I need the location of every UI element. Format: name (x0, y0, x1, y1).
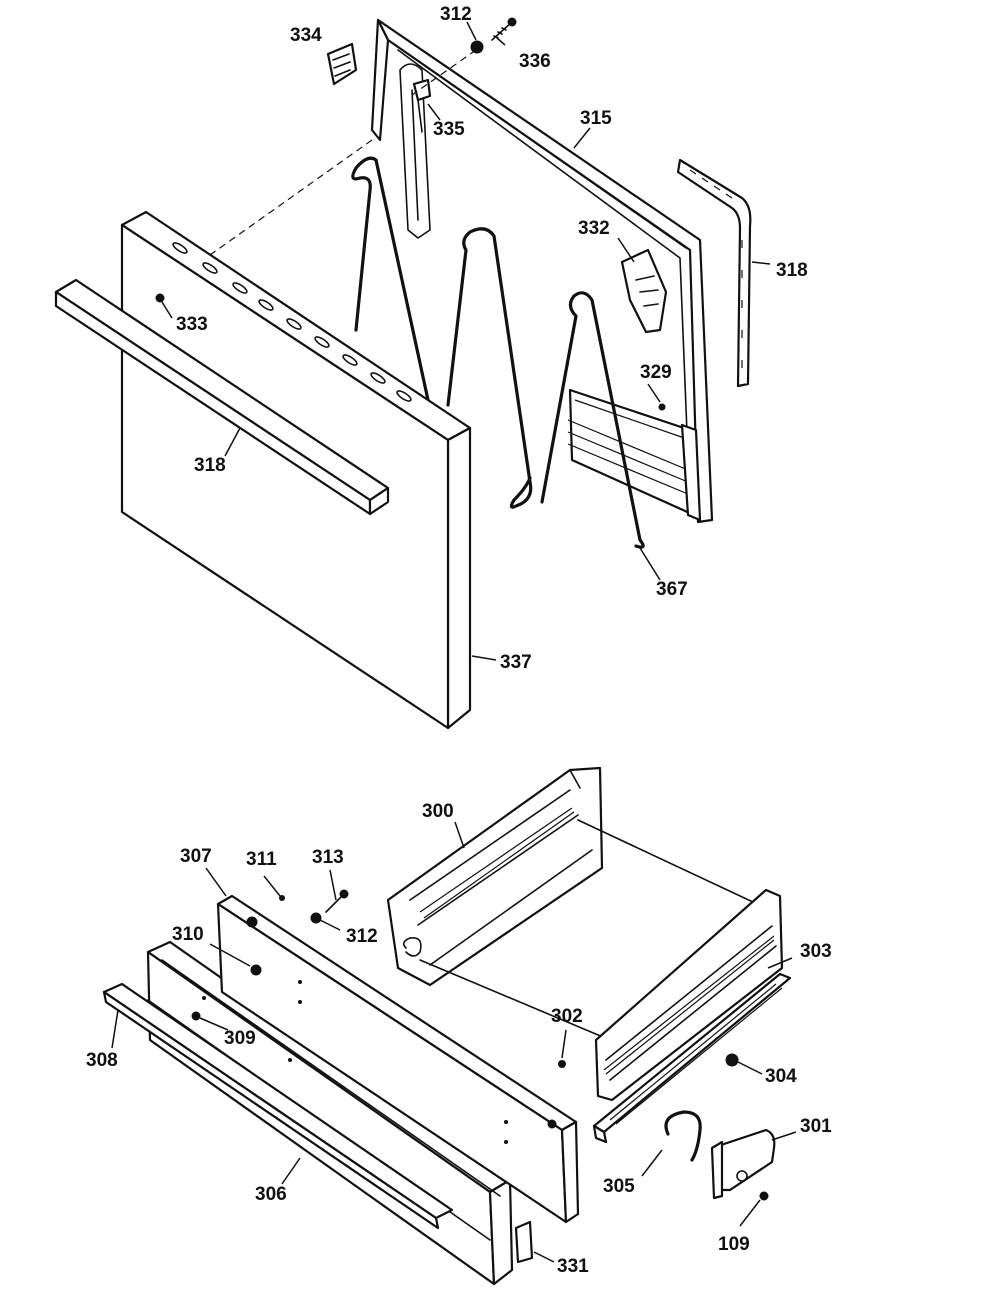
clip-331 (514, 1220, 534, 1264)
callout-labels: 312 334 336 335 315 332 318 333 329 318 … (86, 4, 832, 1277)
callout-318-left: 318 (194, 455, 226, 476)
vent-slots (172, 242, 412, 402)
screw-336 (491, 17, 517, 41)
drawer-body-300 (386, 766, 784, 1102)
callout-311: 311 (246, 849, 277, 870)
nut-304 (725, 1053, 739, 1067)
leader-lines (111, 21, 797, 1263)
spring-clip-305 (664, 1110, 702, 1162)
callout-306: 306 (255, 1184, 287, 1205)
drawer-back-plate (216, 894, 580, 1224)
callout-301: 301 (800, 1116, 832, 1137)
callout-312-bottom: 312 (346, 926, 378, 947)
callout-318-right: 318 (776, 260, 808, 281)
screw-329 (658, 403, 666, 411)
door-handle-318 (54, 278, 390, 516)
screw-310b (250, 964, 262, 976)
callout-309: 309 (224, 1028, 256, 1049)
screw-313 (325, 889, 349, 913)
screw-311 (279, 895, 285, 901)
door-inner-panel (370, 18, 714, 524)
callout-315: 315 (580, 108, 612, 129)
door-outer-panel (120, 210, 472, 730)
bracket-334 (326, 42, 358, 86)
callout-303: 303 (800, 941, 832, 962)
drawer-rail-303 (592, 972, 792, 1144)
callout-337: 337 (500, 652, 532, 673)
latch-bracket-332 (620, 248, 668, 334)
callout-307: 307 (180, 846, 212, 867)
callout-336: 336 (519, 51, 551, 72)
callout-305: 305 (603, 1176, 635, 1197)
callout-333: 333 (176, 314, 208, 335)
callout-331: 331 (557, 1256, 589, 1277)
screw-333 (155, 293, 165, 303)
callout-329: 329 (640, 362, 672, 383)
rack-wire-367 (351, 156, 645, 549)
callout-300: 300 (422, 801, 454, 822)
alignment-line-1 (209, 139, 373, 256)
screw-drawer-right (547, 1119, 557, 1129)
callout-313: 313 (312, 847, 344, 868)
alignment-line-2 (411, 49, 477, 96)
callout-312-top: 312 (440, 4, 472, 25)
callout-310: 310 (172, 924, 204, 945)
screw-309 (191, 1011, 201, 1021)
callout-367: 367 (656, 579, 688, 600)
callout-302: 302 (551, 1006, 583, 1027)
callout-332: 332 (578, 218, 610, 239)
nut-312-bottom (310, 912, 322, 924)
callout-334: 334 (290, 25, 322, 46)
nut-312-top (470, 40, 484, 54)
gasket-channel-318-right (676, 158, 752, 388)
callout-308: 308 (86, 1050, 118, 1071)
bracket-301 (710, 1128, 776, 1200)
screw-109 (759, 1191, 769, 1201)
callout-304: 304 (765, 1066, 797, 1087)
screw-310a (246, 916, 258, 928)
screw-302 (558, 1060, 566, 1068)
drawer-handle-308 (102, 982, 454, 1230)
callout-335: 335 (433, 119, 465, 140)
callout-109: 109 (718, 1234, 750, 1255)
